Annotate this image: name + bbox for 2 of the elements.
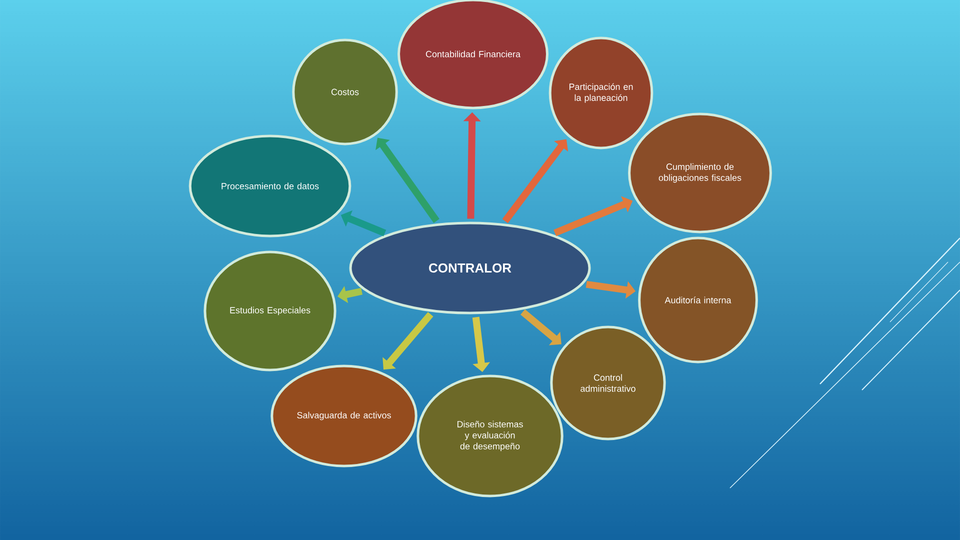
block-arrow [376,138,440,223]
block-arrow [382,312,434,370]
